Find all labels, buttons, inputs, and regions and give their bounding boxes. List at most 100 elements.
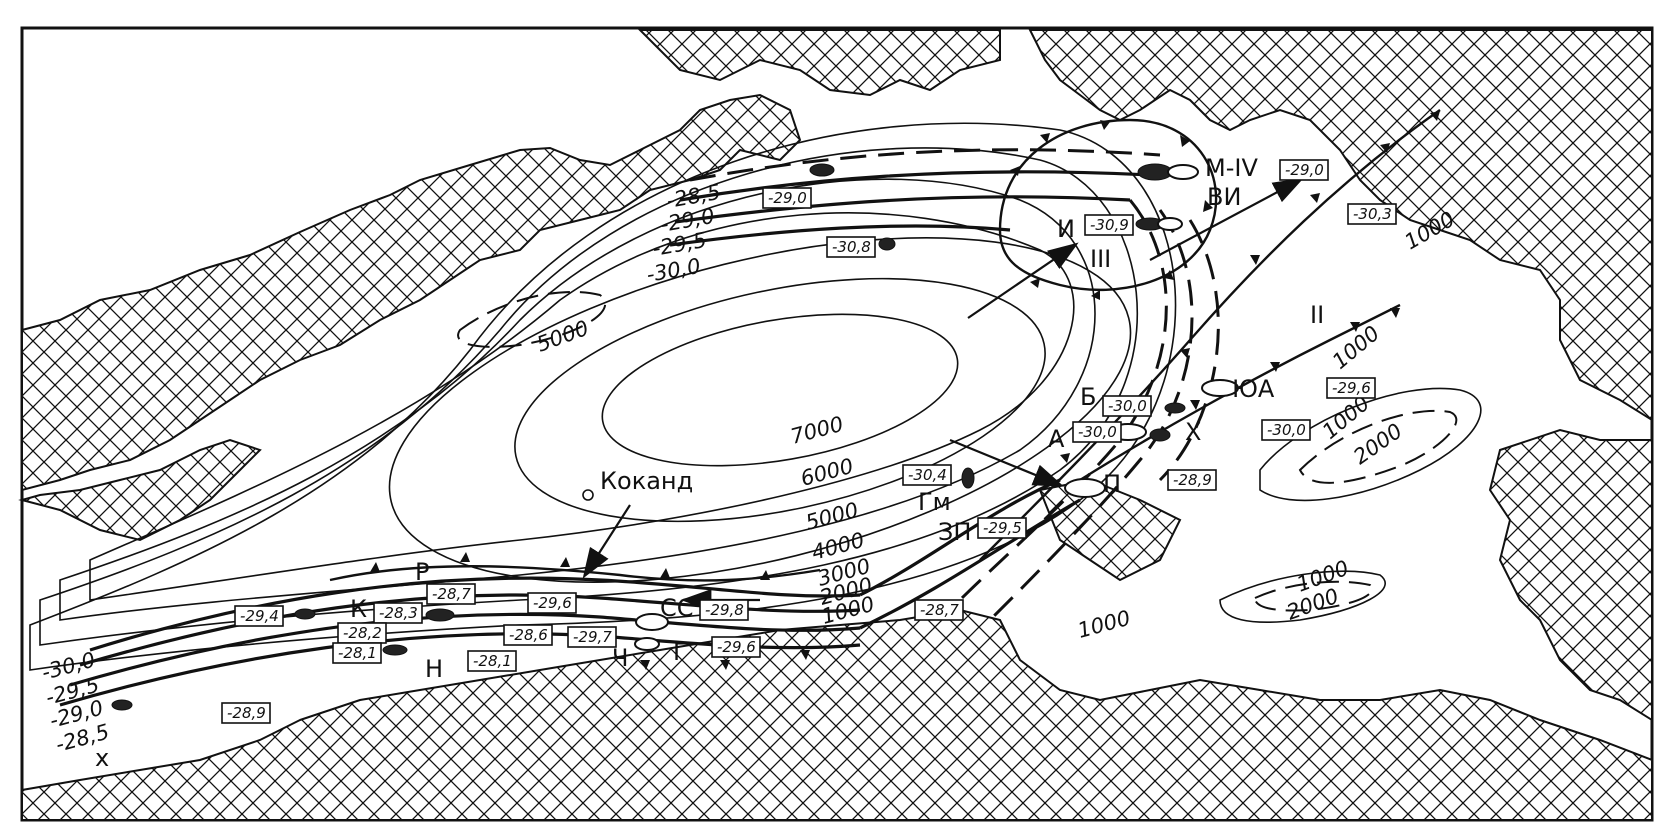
label-yua: ЮА [1232,375,1275,403]
boxed-values: -29,0 -30,8 -30,9 -29,0 -30,3 -29,6 -30,… [221,159,1397,724]
isopach-label: 2000 [1349,419,1407,469]
value-box: -29,7 [567,626,617,648]
value-box: -28,7 [426,583,476,605]
svg-text:-30,0: -30,0 [1078,423,1117,441]
isopach-west-5000 [457,290,607,348]
label-ii: II [1310,301,1324,329]
isopach-label: 1000 [1318,391,1374,444]
isopach-label: 7000 [788,412,846,449]
isopach-south-2000 [1253,580,1373,612]
svg-text:-28,2: -28,2 [343,624,382,642]
arrow-kokand [582,504,631,579]
value-box: -29,4 [234,605,284,627]
label-ss: СС [660,594,694,622]
isopach-label: 1000 [1075,606,1133,643]
svg-text:-30,0: -30,0 [1108,397,1147,415]
tooth [370,562,380,572]
isoline-north-1 [689,148,1161,182]
thrust-north-circle [998,118,1218,292]
svg-text:-30,4: -30,4 [908,466,947,484]
value-box: -28,7 [914,599,964,621]
isotope-label: -30,0 [645,254,703,287]
label-zp: ЗП [938,518,971,546]
value-box: -30,4 [902,464,952,486]
isoline-north-4 [669,224,1011,247]
label-p: П [1103,470,1121,498]
field-i-dotted [1157,217,1183,231]
label-vi: ВИ [1207,183,1241,211]
isoline-north-2 [679,170,1151,202]
label-i: И [1057,215,1075,243]
svg-text:-29,8: -29,8 [705,601,744,619]
tooth [1350,322,1360,332]
tooth [660,568,670,578]
svg-text:-28,6: -28,6 [509,626,548,644]
svg-text:-28,3: -28,3 [379,604,418,622]
field-b [1164,402,1186,414]
field-kh [1149,428,1171,442]
svg-text:-28,9: -28,9 [227,704,266,722]
value-box: -29,6 [527,592,577,614]
tooth [1180,348,1190,358]
field-m-iv [1137,163,1173,181]
field-west [294,608,316,620]
isoline-east-2 [988,209,1194,622]
label-r: Р [415,558,429,586]
tooth [1100,120,1110,130]
svg-text:-30,0: -30,0 [1267,421,1306,439]
value-box: -28,6 [503,624,553,646]
svg-text:-29,5: -29,5 [983,519,1022,537]
field-gm [961,467,975,489]
city-marker [582,489,594,501]
isopach-south-1000 [1219,570,1386,623]
label-kh: Х [1185,418,1201,446]
value-box: -30,0 [1072,421,1122,443]
isoline-southeast-2 [859,498,1081,630]
label-g: Г [673,638,688,666]
value-box: -28,1 [332,642,382,664]
svg-text:-29,6: -29,6 [1332,379,1371,397]
thrust-main-ne [979,109,1441,561]
tooth [1091,290,1100,300]
tooth [1060,453,1070,463]
label-gm: Гм [918,488,951,516]
nw-uplift [21,93,802,492]
value-box: -30,0 [1261,419,1311,441]
value-box: -30,8 [826,236,876,258]
value-box: -29,5 [977,517,1027,539]
sw-uplift [18,438,262,542]
isopach-label: 5000 [534,316,592,357]
svg-text:-29,7: -29,7 [573,628,612,646]
isopach-6000 [514,277,1046,523]
south-uplift [21,608,1653,821]
svg-text:-30,9: -30,9 [1090,216,1129,234]
isopach-7000 [601,313,959,467]
svg-text:-29,0: -29,0 [1285,161,1324,179]
svg-text:-28,7: -28,7 [432,585,471,603]
isoline-south-3 [69,612,861,687]
value-box: -28,2 [337,622,387,644]
field-ch [634,637,660,651]
label-n: Н [425,655,443,683]
field-30-8 [878,237,896,251]
svg-text:-30,8: -30,8 [832,238,871,256]
field-k [425,608,455,622]
tooth [800,650,810,660]
label-a: А [1048,425,1065,453]
tooth [1180,135,1190,147]
tooth [560,557,570,567]
isoline-east-1 [958,199,1168,602]
city-label: Коканд [600,467,693,495]
value-box: -29,0 [762,187,812,209]
svg-text:-29,6: -29,6 [717,638,756,656]
arrow-iii [967,242,1079,319]
tooth [760,570,770,580]
tooth [1040,133,1050,143]
arrow-vi [1149,177,1304,261]
east-uplift [1488,428,1653,722]
thrust-teeth [370,111,1440,670]
tooth [640,660,650,670]
isopach-1000 [29,122,1177,671]
value-box: -29,0 [1279,159,1329,181]
